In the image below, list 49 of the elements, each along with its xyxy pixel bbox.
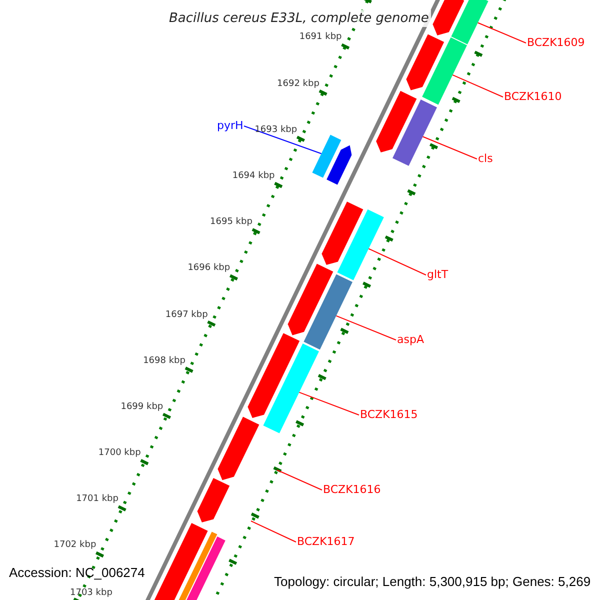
gene-bar <box>312 134 342 178</box>
gene-label: BCZK1615 <box>360 408 418 422</box>
leader-line <box>368 248 426 276</box>
tick-label: 1703 kbp <box>70 588 112 598</box>
tick-label: 1695 kbp <box>210 217 252 228</box>
gene-label: gltT <box>427 268 448 282</box>
gene-label: BCZK1610 <box>504 90 562 104</box>
gene-block <box>288 264 334 336</box>
accession-text: Accession: NC_006274 <box>9 565 145 580</box>
gene-block <box>376 90 417 152</box>
leader-line <box>452 74 504 98</box>
leader-line <box>276 470 322 490</box>
gene-block <box>432 0 464 36</box>
tick-label: 1696 kbp <box>188 263 230 274</box>
gene-block <box>248 333 300 418</box>
gene-label: BCZK1617 <box>297 535 355 549</box>
tick-label: 1694 kbp <box>232 170 275 181</box>
tick-label: 1698 kbp <box>143 356 186 366</box>
gene-block <box>326 145 352 185</box>
gene-bar <box>263 344 319 434</box>
gene-bar <box>392 100 437 166</box>
gene-bar <box>304 274 352 350</box>
gene-bar <box>422 37 467 105</box>
gene-label: pyrH <box>217 119 244 133</box>
gene-block <box>197 478 230 522</box>
leader-line <box>250 520 296 542</box>
tick-label: 1692 kbp <box>277 78 320 89</box>
gene-block <box>322 202 364 265</box>
gene-block <box>218 416 260 480</box>
gene-bar <box>451 0 488 44</box>
tick-label: 1701 kbp <box>76 494 118 504</box>
gene-label: aspA <box>397 333 424 347</box>
gene-block <box>406 34 444 90</box>
title: Bacillus cereus E33L, complete genome <box>167 10 431 27</box>
tick-label: 1699 kbp <box>120 402 164 412</box>
gene-bar <box>337 209 384 280</box>
leader-line <box>422 136 478 160</box>
tick-label: 1691 kbp <box>299 32 342 42</box>
gene-label: BCZK1616 <box>323 483 381 497</box>
gene-label: BCZK1609 <box>527 36 585 50</box>
tick-label: 1693 kbp <box>254 124 298 135</box>
gene-label: cls <box>478 152 493 166</box>
leader-line <box>244 126 322 154</box>
tick-label: 1702 kbp <box>54 540 96 550</box>
tick-label: 1700 kbp <box>98 448 141 458</box>
genome-stats-text: Topology: circular; Length: 5,300,915 bp; Genes: 5,269 <box>274 574 591 589</box>
tick-label: 1697 kbp <box>165 310 208 320</box>
leader-line <box>477 22 526 44</box>
leader-line <box>336 315 396 340</box>
